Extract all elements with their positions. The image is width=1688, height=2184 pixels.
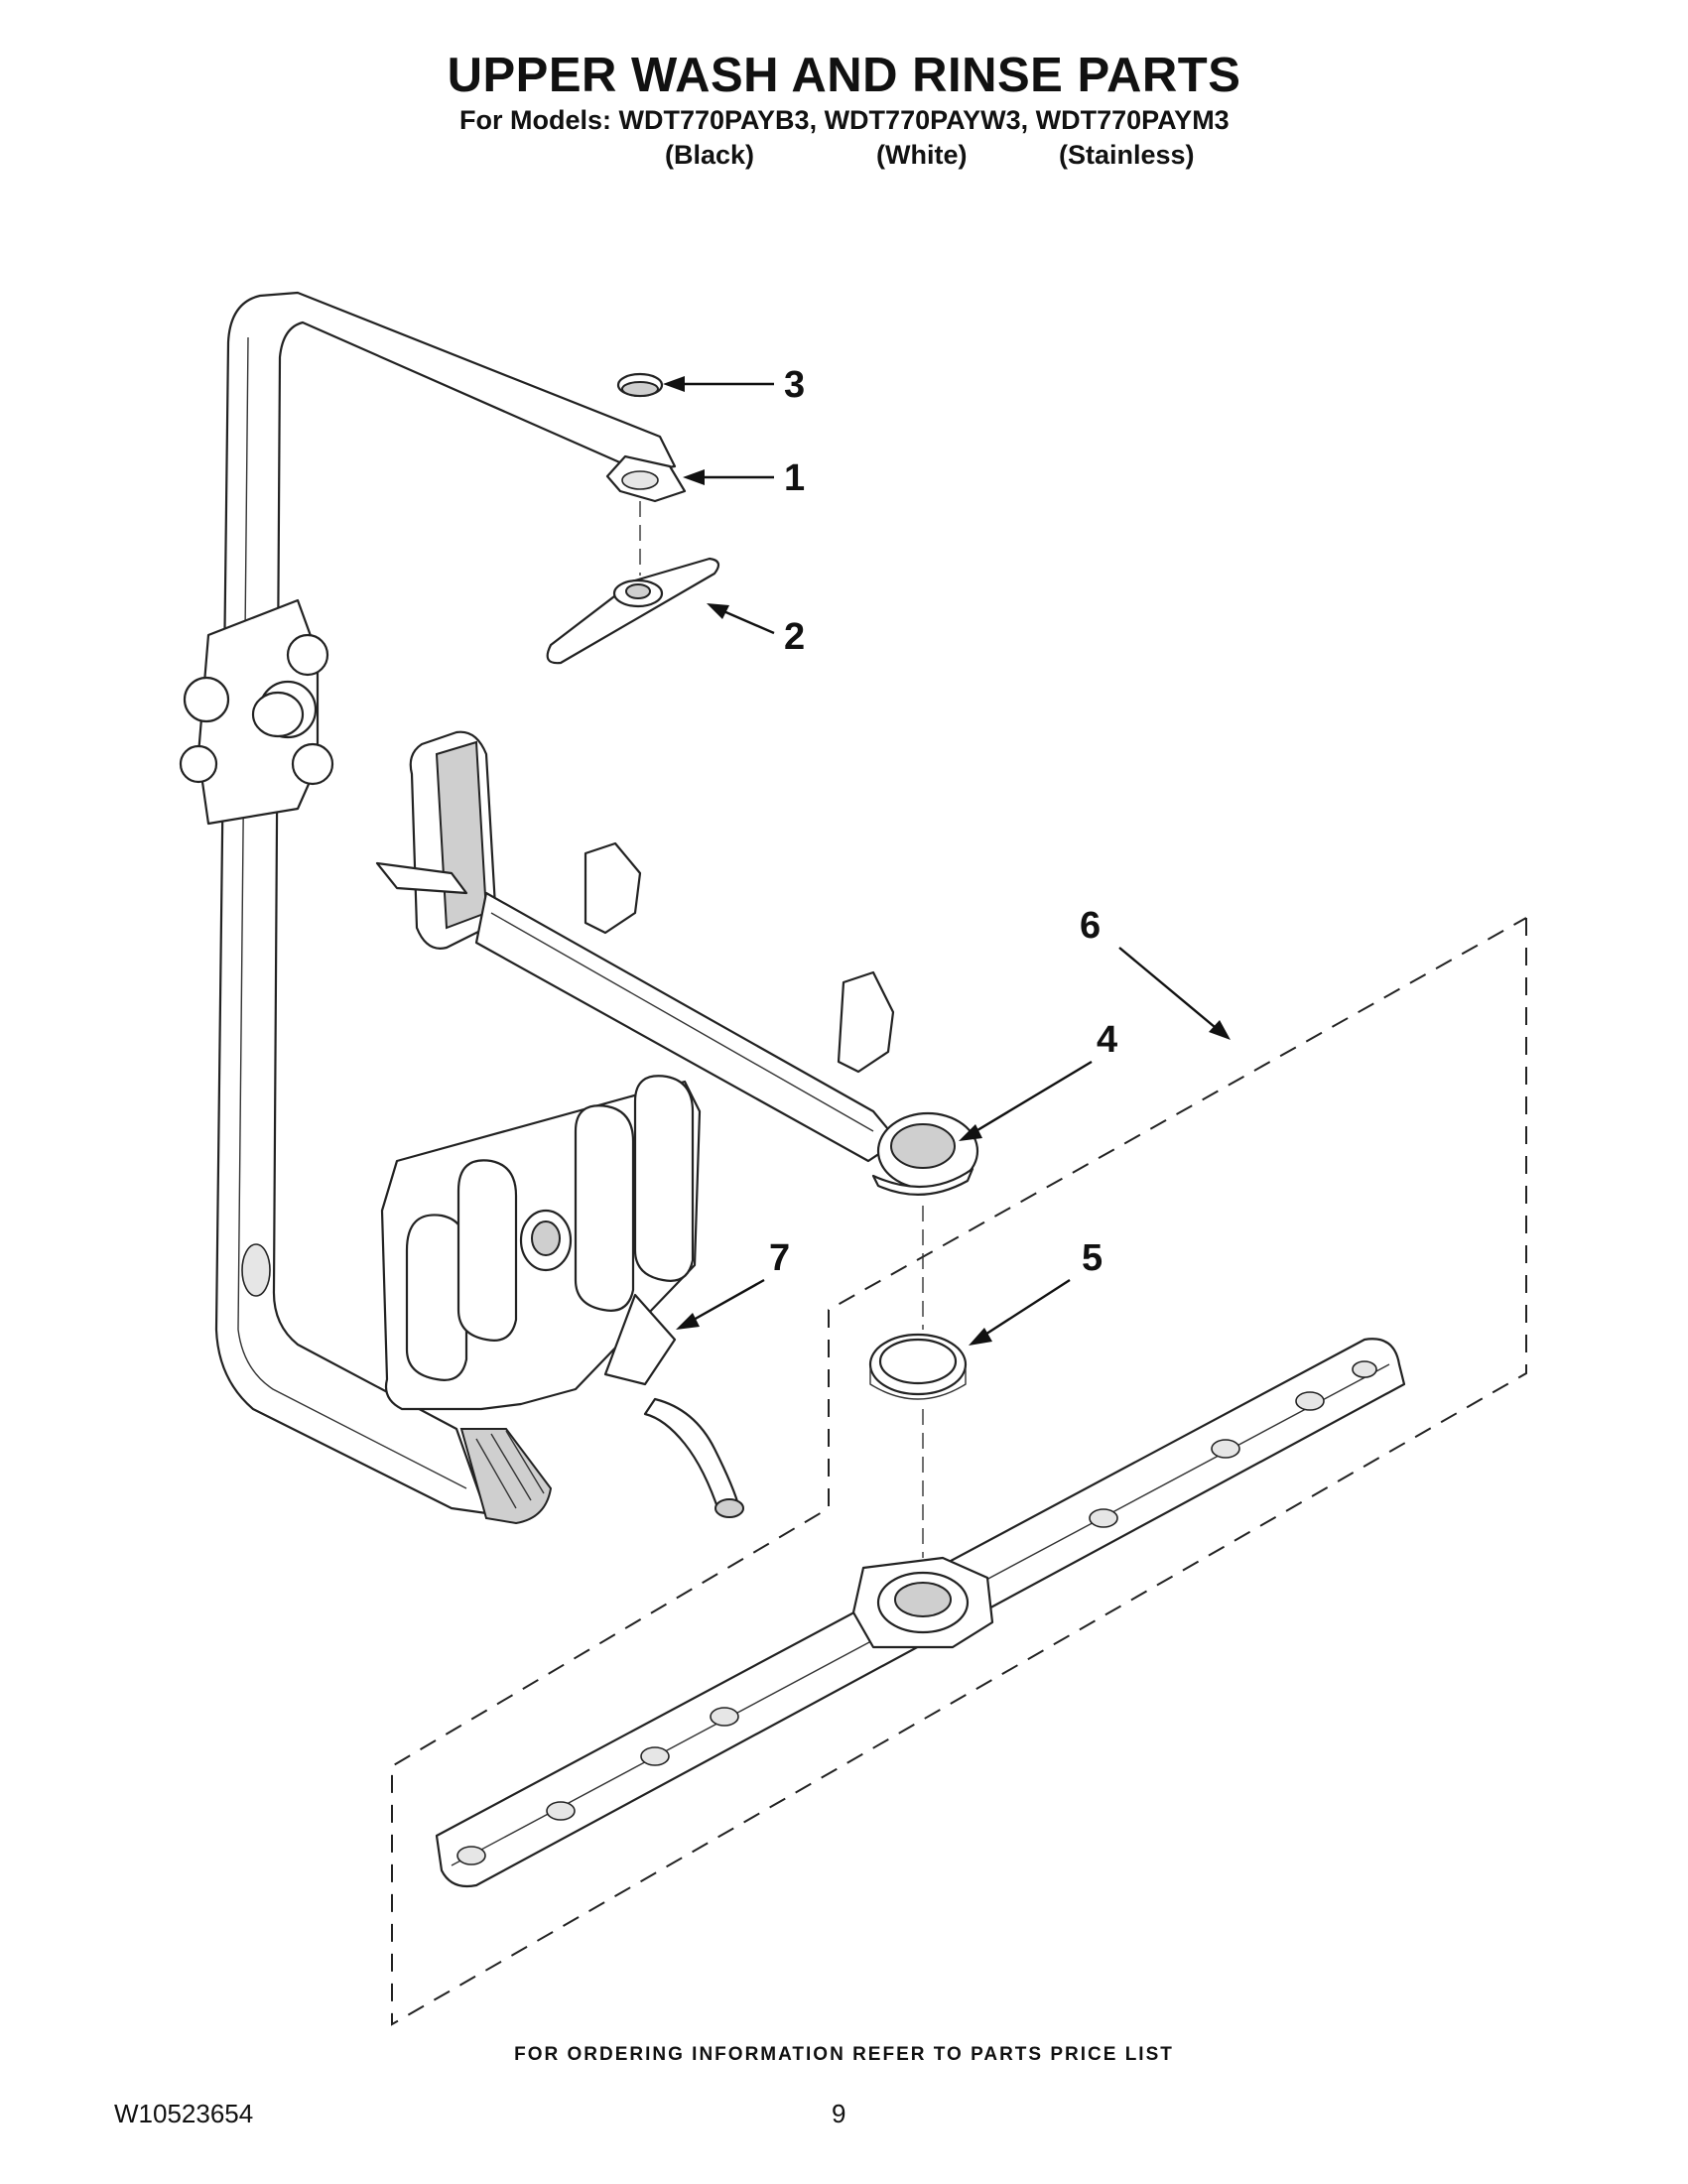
- ordering-note: FOR ORDERING INFORMATION REFER TO PARTS …: [514, 2044, 1174, 2065]
- callout-6: 6: [1080, 905, 1101, 947]
- callout-4: 4: [1097, 1019, 1117, 1061]
- arrow-head-1: [683, 469, 705, 485]
- jet-manifold-part-7: [380, 1075, 744, 1518]
- callout-1: 1: [784, 457, 805, 499]
- assembly-boundary-6: [391, 917, 1527, 2026]
- callout-7: 7: [769, 1237, 790, 1279]
- finish-white: (White): [876, 140, 968, 170]
- finish-black: (Black): [665, 140, 755, 170]
- spray-manifold-part-4: [375, 730, 979, 1196]
- callout-3: 3: [784, 364, 805, 406]
- callout-5: 5: [1082, 1237, 1103, 1279]
- arrow-head-6: [1209, 1020, 1231, 1040]
- page-number: 9: [832, 2099, 846, 2128]
- arrow-head-7: [676, 1313, 700, 1330]
- arrow-head-2: [707, 603, 729, 619]
- cap-part-3: [616, 372, 664, 398]
- mini-spray-arm-part-2: [546, 557, 720, 665]
- leader-arrows: [663, 376, 1231, 1346]
- ring-clip-part-5: [868, 1333, 968, 1400]
- arrow-head-3: [663, 376, 685, 392]
- document-number: W10523654: [114, 2099, 254, 2128]
- arrow-head-5: [969, 1328, 992, 1346]
- callout-2: 2: [784, 616, 805, 658]
- models-line: For Models: WDT770PAYB3, WDT770PAYW3, WD…: [459, 105, 1230, 135]
- finish-stainless: (Stainless): [1059, 140, 1195, 170]
- lower-spray-arm: [435, 1338, 1406, 1888]
- tube-end-part-1: [605, 454, 687, 503]
- page-title: UPPER WASH AND RINSE PARTS: [447, 49, 1241, 102]
- arrow-head-4: [959, 1124, 982, 1141]
- supply-tube: [179, 291, 677, 1525]
